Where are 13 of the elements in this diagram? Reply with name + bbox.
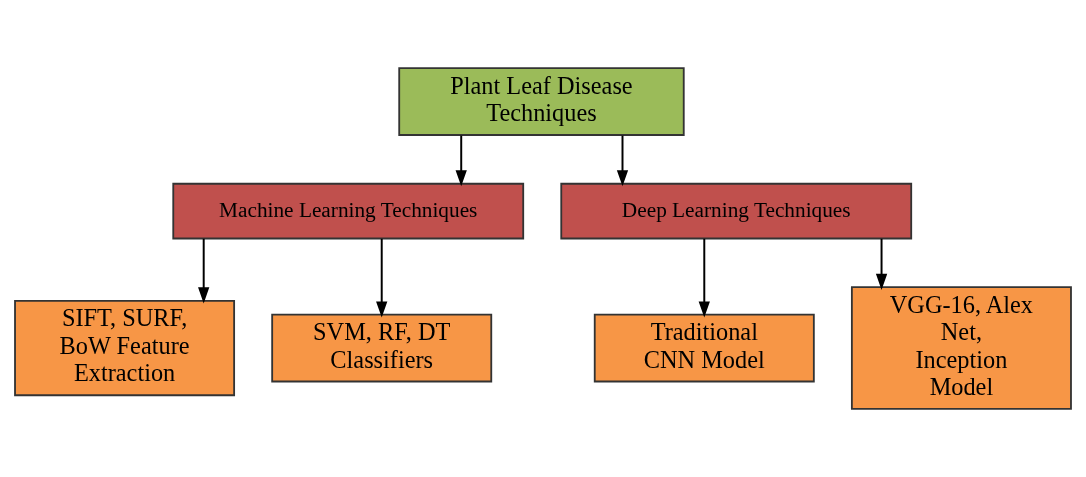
- node-box: SIFT, SURF, BoW Feature Extraction: [14, 299, 236, 397]
- node-box: SVM, RF, DT Classifiers: [271, 313, 493, 383]
- arrow: [616, 134, 629, 187]
- node-box: Plant Leaf Disease Techniques: [398, 67, 685, 136]
- node-box: VGG-16, Alex Net, Inception Model: [850, 286, 1072, 410]
- arrow: [875, 237, 888, 290]
- arrow: [198, 237, 210, 304]
- arrow: [698, 237, 710, 318]
- arrow: [376, 237, 388, 318]
- node-box: Traditional CNN Model: [593, 313, 815, 383]
- node-box: Deep Learning Techniques: [560, 182, 913, 240]
- node-box: Machine Learning Techniques: [172, 182, 525, 240]
- arrow: [455, 134, 467, 187]
